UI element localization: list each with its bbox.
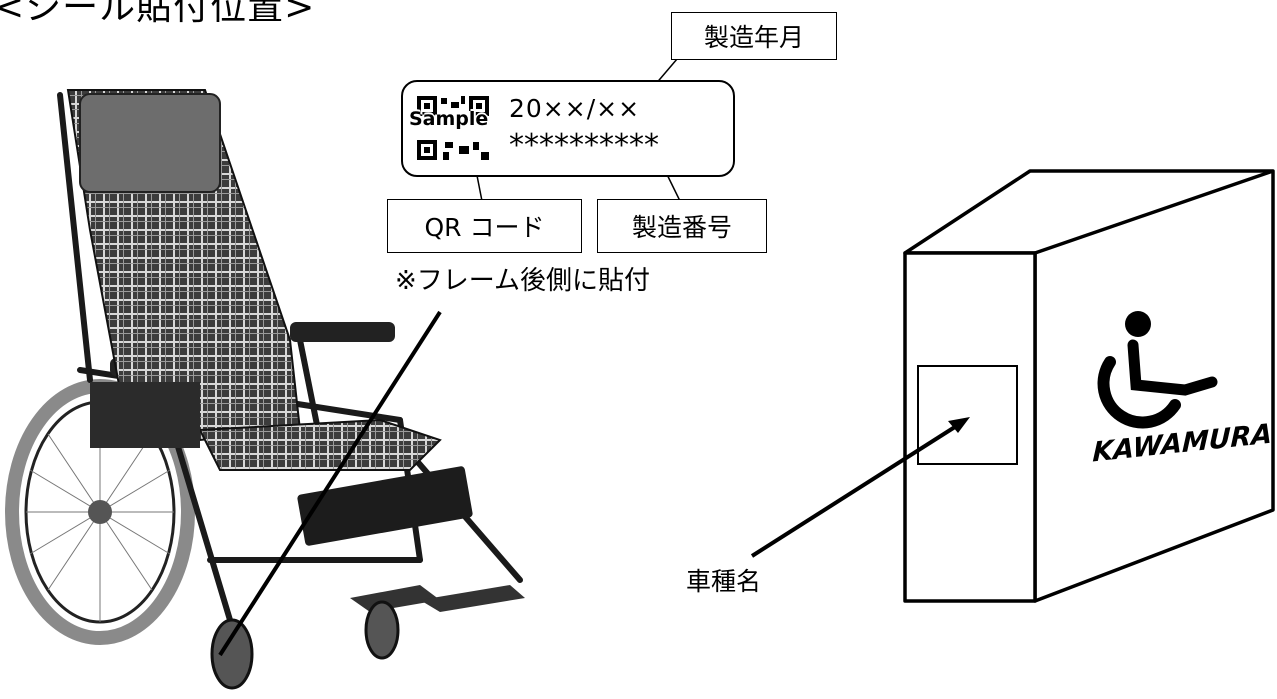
callout-qr-code: QR コード	[387, 199, 582, 253]
callout-manufacture-date: 製造年月	[671, 12, 837, 60]
note-pointer-line	[218, 310, 442, 657]
box-arrow	[750, 417, 970, 558]
plate-date-text: 20××/××	[509, 94, 641, 123]
wheelchair-symbol-icon	[1097, 311, 1218, 429]
wheelchair-image	[5, 89, 525, 690]
qr-code-icon	[417, 96, 489, 160]
box-illustration	[903, 169, 1275, 603]
plate-serial-text: **********	[509, 128, 659, 163]
callout-serial-number: 製造番号	[597, 199, 767, 253]
placement-note: ※フレーム後側に貼付	[395, 266, 651, 296]
qr-sample-overlay: Sample	[409, 108, 489, 130]
model-name-label: 車種名	[686, 567, 762, 596]
box-label-area	[917, 365, 1018, 465]
label-plate: Sample 20××/×× **********	[401, 80, 735, 177]
page-heading: <シール貼付位置>	[0, 0, 316, 28]
